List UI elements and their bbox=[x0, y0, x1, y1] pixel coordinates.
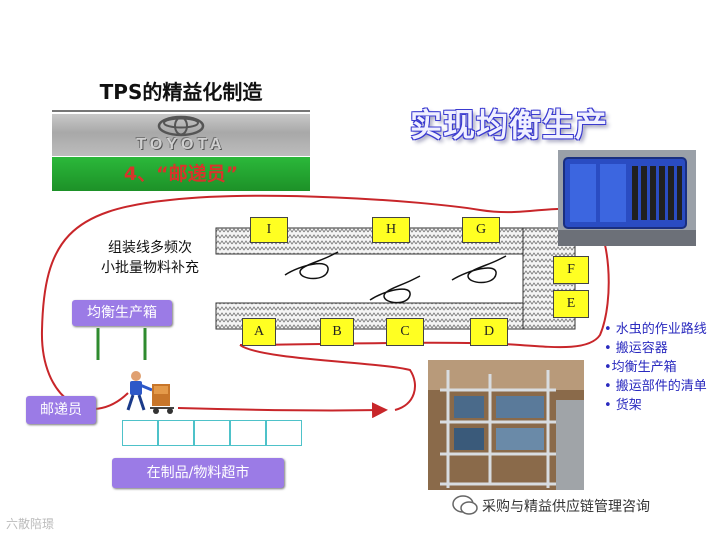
grid-cell bbox=[194, 420, 230, 446]
watermark-account: 采购与精益供应链管理咨询 bbox=[482, 496, 650, 516]
postman-route-return bbox=[240, 345, 415, 410]
bullet-list: • 水虫的作业路线 • 搬运容器 •均衡生产箱 • 搬运部件的清单 • 货架 bbox=[604, 320, 714, 415]
supermarket-label: 在制品/物料超市 bbox=[112, 458, 284, 488]
supermarket-grid bbox=[122, 420, 302, 446]
bullet-item: • 搬运容器 bbox=[604, 339, 714, 358]
leveling-box-label: 均衡生产箱 bbox=[72, 300, 172, 326]
bullet-item: • 搬运部件的清单 bbox=[604, 377, 714, 396]
postman-cart-icon bbox=[120, 370, 182, 416]
supply-note: 组装线多频次 小批量物料补充 bbox=[80, 238, 220, 278]
loop-1 bbox=[285, 252, 338, 279]
station-e: E bbox=[553, 290, 589, 318]
supply-note-line-2: 小批量物料补充 bbox=[80, 258, 220, 278]
postman-label: 邮递员 bbox=[26, 396, 96, 424]
route-arrow bbox=[178, 408, 384, 410]
station-i: I bbox=[250, 217, 288, 243]
loop-3 bbox=[370, 276, 420, 303]
transport-container-photo bbox=[558, 150, 696, 246]
shelf-photo bbox=[428, 360, 584, 490]
station-a: A bbox=[242, 318, 276, 346]
station-d: D bbox=[470, 318, 508, 346]
loop-2 bbox=[452, 256, 506, 283]
wechat-icon bbox=[452, 494, 478, 516]
supply-note-line-1: 组装线多频次 bbox=[80, 238, 220, 258]
grid-cell bbox=[230, 420, 266, 446]
grid-cell bbox=[158, 420, 194, 446]
bullet-item: • 货架 bbox=[604, 396, 714, 415]
station-h: H bbox=[372, 217, 410, 243]
grid-cell bbox=[122, 420, 158, 446]
bullet-item: •均衡生产箱 bbox=[604, 358, 714, 377]
bullet-item: • 水虫的作业路线 bbox=[604, 320, 714, 339]
station-b: B bbox=[320, 318, 354, 346]
grid-cell bbox=[266, 420, 302, 446]
station-c: C bbox=[386, 318, 424, 346]
station-g: G bbox=[462, 217, 500, 243]
station-f: F bbox=[553, 256, 589, 284]
watermark-left: 六散陪璟 bbox=[6, 515, 54, 532]
